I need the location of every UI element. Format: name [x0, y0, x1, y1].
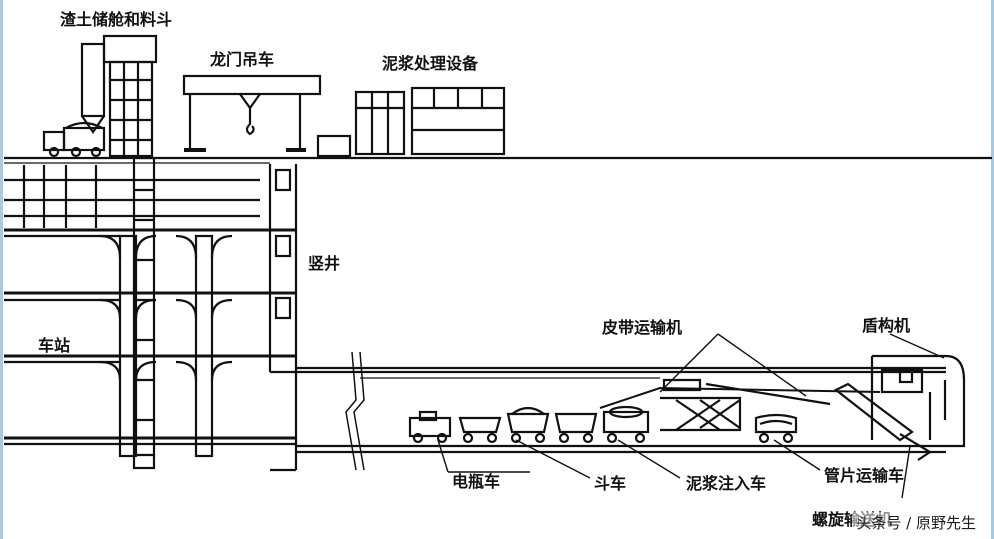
surface-trucks — [42, 121, 106, 158]
label-gantry-crane: 龙门吊车 — [210, 50, 275, 69]
gantry-crane — [182, 74, 322, 152]
slurry-plant — [316, 86, 506, 158]
vertical-shaft — [268, 164, 350, 472]
label-muck-bin: 渣土储舱和料斗 — [60, 10, 173, 29]
muck-car-2 — [506, 406, 550, 444]
label-station: 车站 — [38, 336, 71, 355]
label-belt-conveyor: 皮带运输机 — [602, 318, 683, 337]
battery-car — [408, 410, 452, 444]
belt-conveyor — [599, 378, 881, 432]
muck-storage-tower — [80, 34, 158, 470]
muck-car-1 — [458, 416, 502, 444]
shield-machine-body — [833, 354, 966, 461]
muck-car-3 — [554, 412, 598, 444]
segment-car — [754, 413, 798, 444]
label-muck-car: 斗车 — [594, 474, 627, 493]
grout-car — [602, 405, 650, 444]
label-slurry-plant: 泥浆处理设备 — [382, 54, 479, 73]
tunnel-body — [296, 351, 946, 471]
label-grout-car: 泥浆注入车 — [686, 474, 767, 493]
watermark: 头条号 / 原野先生 — [852, 512, 980, 533]
label-segment-car: 管片运输车 — [824, 466, 905, 485]
label-shaft: 竖井 — [308, 254, 341, 273]
label-battery-car: 电瓶车 — [452, 472, 501, 491]
leader-lines — [437, 333, 945, 499]
station-structure — [4, 165, 296, 458]
label-shield: 盾构机 — [862, 316, 911, 335]
